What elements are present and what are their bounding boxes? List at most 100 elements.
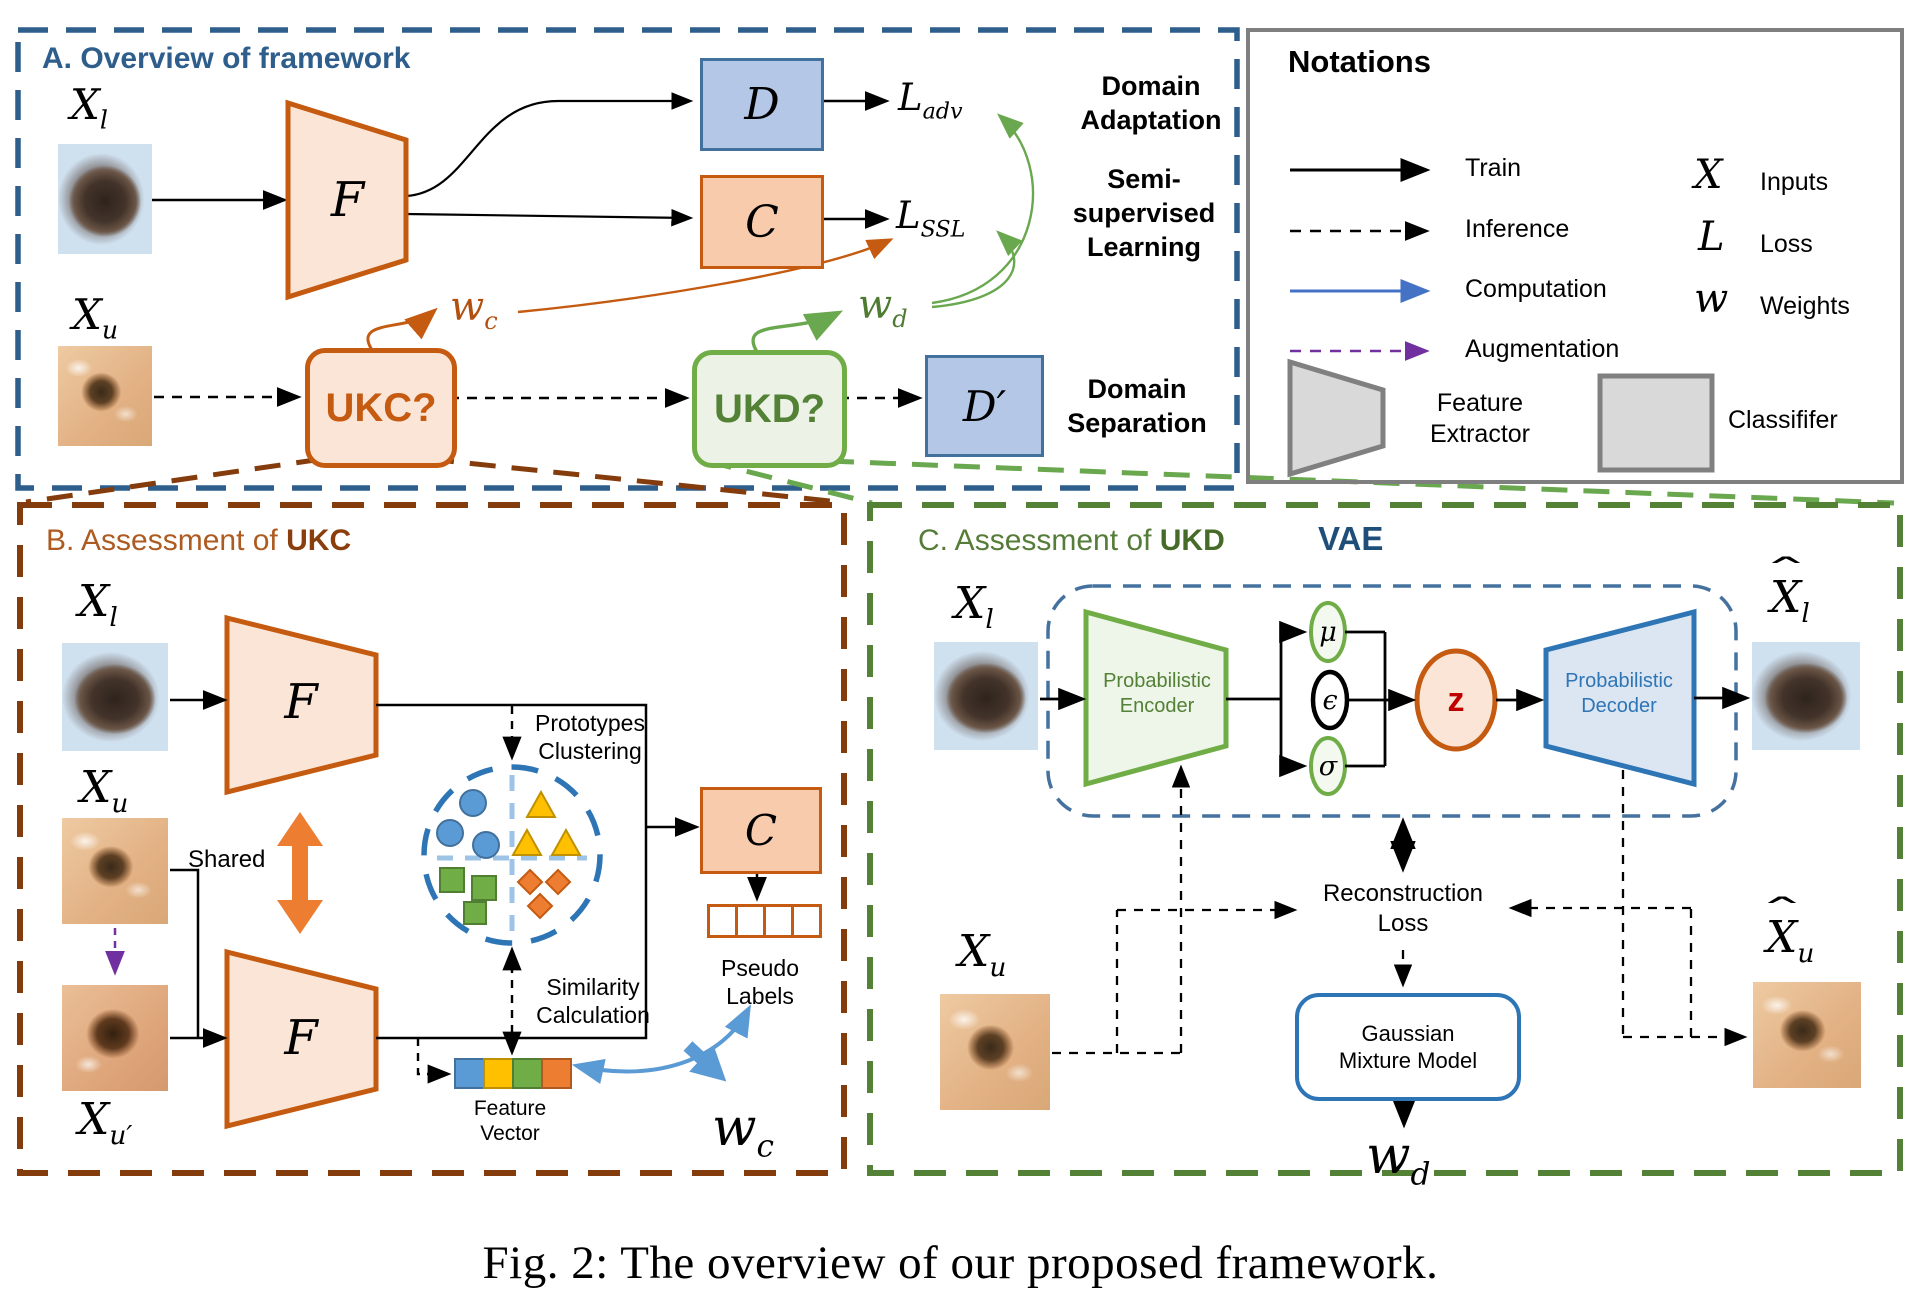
panel-b-title: B. Assessment of UKC	[46, 524, 351, 558]
legend-classifier-label: Classififer	[1728, 406, 1838, 434]
wc-label-a: wc	[450, 284, 498, 335]
panel-c-title-prefix: C. Assessment of	[918, 524, 1160, 557]
panel-b-f-trapezoids	[224, 614, 379, 1130]
panel-a-inference-arrows	[154, 387, 923, 408]
notations-title: Notations	[1288, 44, 1431, 79]
prototype-cluster-circle	[421, 764, 603, 946]
panel-a-border-lines	[15, 27, 1240, 491]
xu-label-b: Xu	[80, 762, 129, 819]
panel-c-title-bold: UKD	[1159, 524, 1225, 557]
xu-image-c	[940, 994, 1050, 1110]
wd-label-a: wd	[858, 282, 908, 333]
xu-aug-label-b: Xu′	[78, 1094, 133, 1151]
pseudo-labels-vector	[707, 904, 822, 938]
loss-ssl-label: LSSL	[896, 194, 966, 243]
panel-a-train-arrows	[152, 91, 890, 229]
panel-c-dashed-lines	[1052, 764, 1748, 1055]
gaussian-mixture-model-label: Gaussian Mixture Model	[1338, 1020, 1478, 1074]
legend-l-symbol: L	[1698, 214, 1725, 260]
hat-accent: ˆ	[1758, 892, 1805, 934]
xu-hat-image	[1753, 982, 1861, 1088]
feature-vector-cell-orange	[541, 1058, 572, 1089]
domain-adaptation-label: Domain Adaptation	[1080, 71, 1222, 135]
legend-train-label: Train	[1465, 154, 1522, 182]
d-prime-box: D′	[925, 355, 1044, 457]
shared-label: Shared	[188, 846, 266, 873]
legend-x-symbol: X	[1694, 152, 1723, 198]
decoder-trapezoid	[1543, 608, 1697, 788]
xu-image-a	[58, 346, 152, 446]
reconstruction-loss-label: Reconstruction Loss	[1322, 880, 1484, 937]
panel-c-solid-lines	[1040, 620, 1751, 1129]
feature-vector-cell-green	[512, 1058, 543, 1089]
panel-b-title-prefix: B. Assessment of	[46, 524, 287, 557]
pseudo-cell	[763, 904, 794, 938]
legend-feature-extractor-label: Feature Extractor	[1429, 388, 1531, 448]
mu-label: μ	[1319, 617, 1337, 648]
panel-b-dashed-lines	[416, 706, 522, 1084]
panel-b-title-bold: UKC	[286, 524, 352, 557]
xl-hat-image	[1752, 642, 1860, 750]
shared-double-arrow	[277, 812, 323, 934]
probabilistic-decoder-label: Probabilistic Decoder	[1565, 670, 1673, 717]
feature-extractor-f1-label-b: F	[284, 674, 318, 730]
vae-dashed-box	[1046, 584, 1738, 818]
xl-label-c: Xl	[954, 578, 994, 635]
legend-x-desc: Inputs	[1760, 168, 1829, 196]
sigma-label: σ	[1318, 750, 1338, 782]
semi-supervised-label: Semi-supervised Learning	[1072, 164, 1216, 262]
feature-extractor-f2-label-b: F	[284, 1010, 318, 1066]
feature-vector-cell-yellow	[483, 1058, 514, 1089]
z-label: z	[1447, 680, 1465, 719]
pseudo-cell	[791, 904, 822, 938]
hat-accent: ˆ	[1762, 552, 1809, 594]
notations-box-border	[1246, 28, 1904, 484]
panel-c-title: C. Assessment of UKD	[918, 524, 1225, 558]
xl-image-b	[62, 643, 168, 751]
vae-label: VAE	[1318, 520, 1384, 557]
domain-separation-label: Domain Separation	[1067, 374, 1207, 438]
classifier-c-box-b: C	[700, 787, 822, 874]
legend-arrow-samples	[1290, 158, 1431, 361]
panel-b-blue-arrows	[571, 1004, 751, 1084]
discriminator-d-box: D	[700, 58, 824, 151]
encoder-trapezoid	[1083, 608, 1229, 788]
zoom-fan-lines	[25, 456, 1895, 506]
feature-vector-strip	[454, 1058, 572, 1089]
xl-image-a	[58, 144, 152, 254]
gaussian-mixture-model-box: Gaussian Mixture Model	[1295, 993, 1521, 1101]
panel-a-title: A. Overview of framework	[42, 42, 411, 75]
xu-image-b	[62, 818, 168, 924]
cluster-squares-class	[439, 867, 497, 925]
xu-aug-image-b	[62, 985, 168, 1091]
feature-vector-cell-blue	[454, 1058, 485, 1089]
ukd-box: UKD?	[692, 350, 847, 468]
pseudo-labels-label: Pseudo Labels	[720, 955, 799, 1009]
legend-inference-label: Inference	[1465, 215, 1570, 243]
loss-adv-label: Ladv	[898, 76, 963, 125]
legend-shape-samples	[1287, 358, 1715, 478]
classifier-icon	[1597, 373, 1715, 473]
classifier-c-box-a: C	[700, 175, 824, 269]
panel-b-border-lines	[17, 502, 847, 1176]
panel-c-border-lines	[867, 502, 1903, 1176]
legend-w-desc: Weights	[1760, 292, 1850, 320]
probabilistic-encoder-label: Probabilistic Encoder	[1103, 670, 1211, 717]
panel-a-f-trapezoid	[285, 99, 409, 301]
feature-extractor-f-label-a: F	[330, 172, 365, 228]
similarity-calculation-label: Similarity Calculation	[536, 974, 650, 1028]
xu-label-a: Xu	[72, 290, 119, 345]
legend-augmentation-label: Augmentation	[1465, 335, 1620, 363]
feature-vector-label: Feature Vector	[473, 1096, 547, 1145]
xl-image-c	[934, 642, 1038, 750]
legend-l-desc: Loss	[1760, 230, 1813, 258]
legend-computation-label: Computation	[1465, 275, 1607, 303]
epsilon-label: ϵ	[1322, 684, 1338, 716]
prototypes-clustering-label: Prototypes Clustering	[535, 710, 645, 764]
panel-a-weight-curves	[366, 113, 1035, 353]
figure-caption: Fig. 2: The overview of our proposed fra…	[482, 1237, 1439, 1289]
legend-w-symbol: w	[1694, 276, 1729, 322]
